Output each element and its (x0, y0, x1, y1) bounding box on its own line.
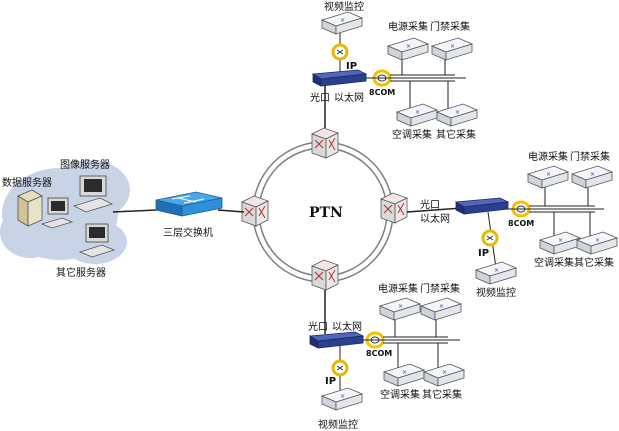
top-ac-label: 空调采集 (392, 128, 432, 141)
ptn-node-bottom (311, 259, 339, 291)
data-server-icon (17, 189, 43, 227)
bottom-ip-label: IP (325, 376, 336, 387)
bottom-power-device (379, 297, 421, 321)
workstation-icon (40, 197, 74, 229)
ptn-node-top (311, 127, 339, 159)
site-right (406, 165, 618, 285)
right-ethernet-label: 以太网 (420, 212, 450, 225)
top-power-device (387, 37, 429, 61)
bottom-ac-device (383, 363, 425, 387)
right-other-device (576, 231, 618, 255)
right-com-label: 8COM (508, 219, 534, 228)
ptn-node-left (241, 195, 269, 227)
image-server-label: 图像服务器 (60, 158, 110, 171)
right-video-label: 视频监控 (476, 286, 516, 299)
top-door-label: 门禁采集 (430, 20, 470, 33)
top-power-label: 电源采集 (388, 20, 428, 33)
right-ip-label: IP (478, 248, 489, 259)
ring-label: PTN (309, 205, 343, 221)
ptn-node-right (380, 192, 408, 224)
bottom-door-device (420, 297, 462, 321)
bottom-other-device (423, 363, 465, 387)
right-door-label: 门禁采集 (570, 150, 610, 163)
bottom-video-device (321, 387, 363, 411)
right-ac-label: 空调采集 (534, 256, 574, 269)
bottom-ethernet-label: 以太网 (332, 320, 362, 333)
bottom-other-label: 其它采集 (422, 388, 462, 401)
right-door-device (571, 165, 613, 189)
right-video-device (475, 261, 517, 285)
top-other-device (436, 103, 478, 127)
top-other-label: 其它采集 (436, 128, 476, 141)
top-ethernet-label: 以太网 (334, 91, 364, 104)
right-power-label: 电源采集 (528, 150, 568, 163)
top-optical-label: 光口 (310, 91, 330, 104)
site-bottom (308, 290, 465, 411)
top-com-label: 8COM (369, 88, 395, 97)
data-server-label: 数据服务器 (2, 176, 52, 189)
right-optical-label: 光口 (420, 198, 440, 211)
right-ac-device (539, 231, 581, 255)
other-server-icon (78, 223, 116, 258)
top-video-device (321, 11, 363, 35)
top-door-device (431, 37, 473, 61)
site-top (311, 11, 478, 128)
bottom-com-label: 8COM (366, 349, 392, 358)
layer3-switch-icon (155, 191, 223, 217)
top-ac-device (396, 103, 438, 127)
bottom-door-label: 门禁采集 (420, 282, 460, 295)
image-server-icon (72, 175, 114, 213)
top-video-label: 视频监控 (324, 0, 364, 13)
bottom-video-label: 视频监控 (318, 418, 358, 431)
bottom-optical-label: 光口 (308, 320, 328, 333)
bottom-power-label: 电源采集 (378, 282, 418, 295)
switch-label: 三层交换机 (163, 226, 213, 239)
top-ip-label: IP (346, 61, 357, 72)
right-power-device (527, 165, 569, 189)
right-other-label: 其它采集 (574, 256, 614, 269)
other-server-label: 其它服务器 (56, 266, 106, 279)
bottom-ac-label: 空调采集 (380, 388, 420, 401)
